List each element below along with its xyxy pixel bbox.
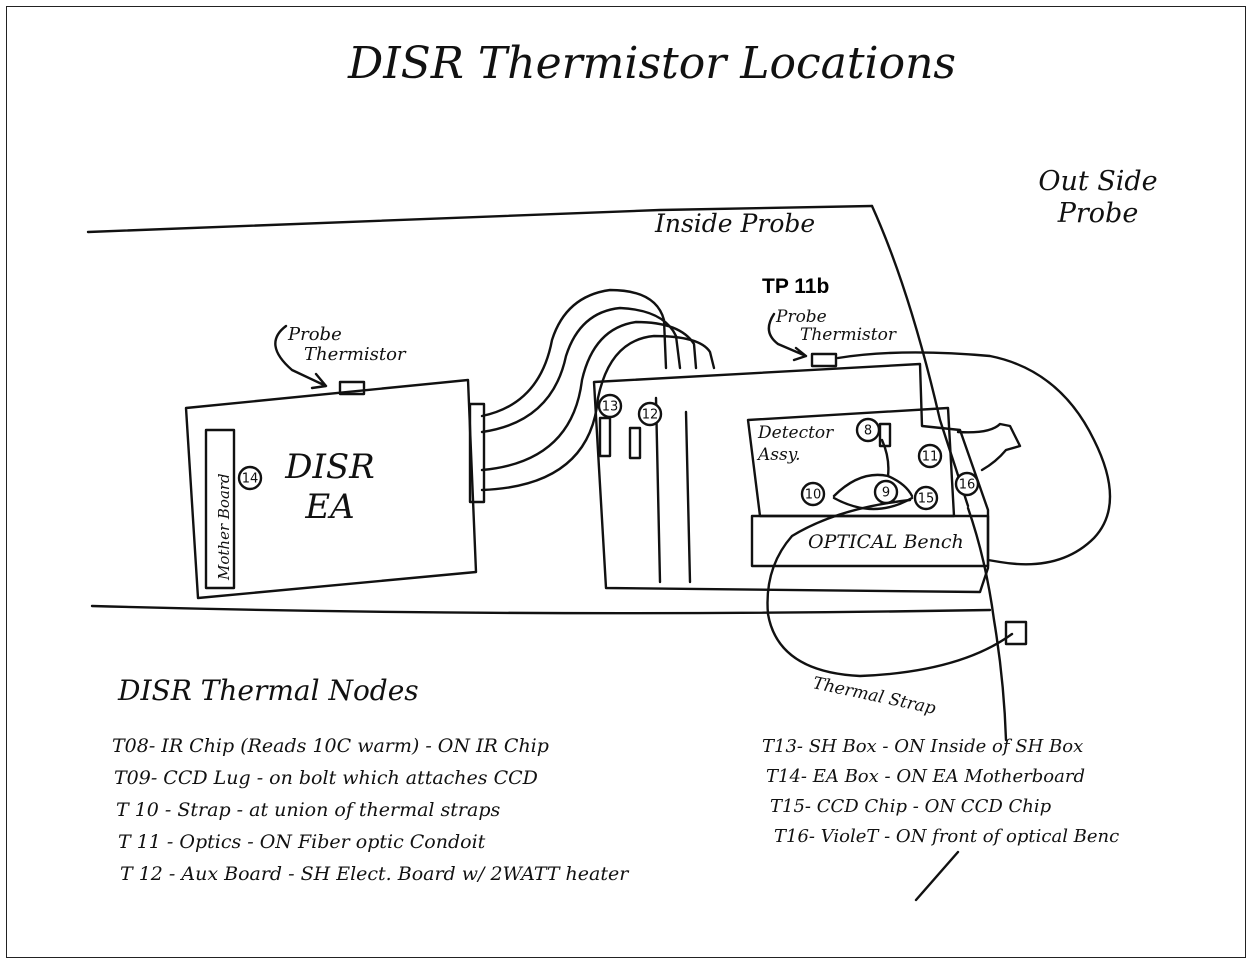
thermal-strap-label: Thermal Strap	[811, 673, 938, 719]
node-entry: T 10 - Strap - at union of thermal strap…	[116, 799, 501, 821]
node-marker-label: 11	[922, 450, 939, 465]
node-entry: T 11 - Optics - ON Fiber optic Condoit	[118, 831, 486, 853]
node-marker-16: 16	[956, 473, 978, 495]
node-marker-15: 15	[915, 487, 937, 509]
nodes-heading: DISR Thermal Nodes	[117, 674, 419, 707]
mother-board-label: Mother Board	[215, 473, 233, 581]
sh-box	[594, 364, 988, 592]
node-marker-label: 8	[864, 424, 872, 439]
thermal-strap-clamp	[1006, 622, 1026, 644]
node-marker-14: 14	[239, 467, 261, 489]
node-marker-label: 12	[642, 408, 659, 423]
thermal-strap-cable	[768, 500, 1013, 676]
node-entry: T09- CCD Lug - on bolt which attaches CC…	[114, 767, 538, 789]
probe-thermistor-right	[812, 354, 836, 366]
node-marker-9: 9	[875, 481, 897, 503]
nodes-left-list: T08- IR Chip (Reads 10C warm) - ON IR Ch…	[112, 735, 630, 885]
board-line-2	[686, 412, 690, 582]
inside-probe-label: Inside Probe	[654, 209, 815, 238]
node-marker-10: 10	[802, 483, 824, 505]
ir-chip	[880, 424, 890, 446]
node-entry: T08- IR Chip (Reads 10C warm) - ON IR Ch…	[112, 735, 549, 757]
optical-bench-label: OPTICAL Bench	[808, 531, 964, 553]
node-entry: T 12 - Aux Board - SH Elect. Board w/ 2W…	[120, 863, 630, 885]
fiber-conduit	[834, 475, 912, 509]
node-marker-label: 15	[918, 492, 935, 507]
stray-pen-mark	[916, 852, 958, 900]
node-entry: T13- SH Box - ON Inside of SH Box	[762, 736, 1083, 757]
node-marker-11: 11	[919, 445, 941, 467]
node-13-tab	[600, 418, 610, 456]
diagram-title: DISR Thermistor Locations	[347, 38, 956, 89]
node-marker-label: 13	[602, 400, 619, 415]
board-line-1	[656, 398, 660, 582]
node-entry: T16- VioleT - ON front of optical Benc	[774, 826, 1119, 847]
outside-probe-notch	[958, 424, 1020, 470]
node-marker-label: 14	[242, 472, 259, 487]
cable-1	[482, 290, 666, 416]
probe-bottom-edge	[92, 606, 990, 613]
node-marker-12: 12	[639, 403, 661, 425]
tp-11b-label: TP 11b	[762, 275, 829, 298]
node-marker-label: 9	[882, 486, 890, 501]
node-12-tab	[630, 428, 640, 458]
node-marker-13: 13	[599, 395, 621, 417]
node-entry: T15- CCD Chip - ON CCD Chip	[770, 796, 1052, 817]
node-entry: T14- EA Box - ON EA Motherboard	[766, 766, 1085, 787]
node-marker-label: 16	[959, 478, 976, 493]
node-marker-label: 10	[805, 488, 822, 503]
node-marker-8: 8	[857, 419, 879, 441]
